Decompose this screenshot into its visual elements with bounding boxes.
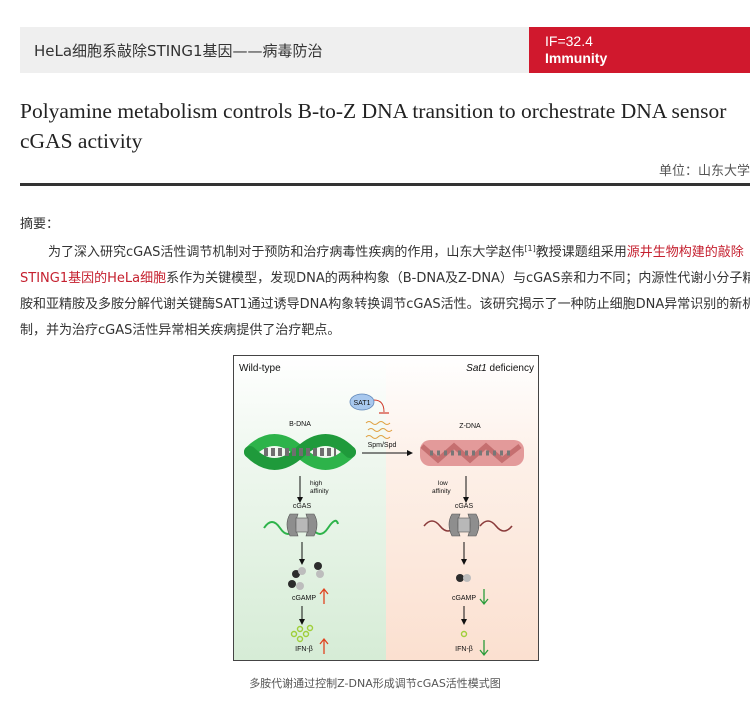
panel-label-wild-type: Wild-type [239, 363, 281, 374]
high-affinity-label: affinity [310, 488, 329, 495]
deficiency-text: deficiency [487, 363, 534, 374]
right-ifn-down-arrow [479, 640, 489, 657]
reference-mark[interactable]: [1] [524, 244, 536, 253]
right-cgas-protein [448, 513, 480, 537]
high-label: high [310, 480, 323, 487]
header-title: HeLa细胞系敲除STING1基因——病毒防治 [34, 42, 323, 60]
abstract-label: 摘要： [20, 217, 60, 232]
right-ifn-molecule [460, 630, 468, 638]
z-dna-helix [420, 440, 524, 466]
low-affinity-label: affinity [432, 488, 451, 495]
spm-spd-label: Spm/Spd [368, 442, 397, 449]
polyamine-molecules [365, 421, 393, 439]
sat1-enzyme [349, 393, 375, 411]
title-divider [20, 183, 750, 186]
left-cgas-label: cGAS [293, 503, 312, 510]
abstract-body: 为了深入研究cGAS活性调节机制对于预防和治疗病毒性疾病的作用，山东大学赵伟[1… [20, 236, 750, 344]
right-cgamp-down-arrow [479, 589, 489, 606]
abstract-part1: 为了深入研究cGAS活性调节机制对于预防和治疗病毒性疾病的作用，山东大学赵伟 [48, 245, 525, 260]
figure-caption: 多胺代谢通过控制Z-DNA形成调节cGAS活性模式图 [249, 677, 501, 690]
left-cgamp-up-arrow [319, 587, 329, 604]
left-ifn-label: IFN-β [295, 646, 313, 653]
z-dna-label: Z-DNA [459, 423, 481, 430]
figure-canvas: Wild-type Sat1 deficiency SAT1 Spm/Spd B… [234, 356, 538, 660]
left-cgamp-label: cGAMP [292, 595, 316, 602]
sat1-italic: Sat1 [466, 363, 487, 374]
impact-factor-badge: IF=32.4 Immunity [529, 27, 750, 73]
left-ifn-molecules [290, 624, 314, 643]
left-cgamp-molecules [288, 562, 324, 590]
header-bar: HeLa细胞系敲除STING1基因——病毒防治 IF=32.4 Immunity [20, 27, 750, 73]
sat1-inhibition [373, 399, 385, 413]
b-dna-helix [244, 434, 356, 470]
article-title: Polyamine metabolism controls B-to-Z DNA… [20, 99, 727, 153]
journal-name: Immunity [545, 50, 608, 66]
impact-factor: IF=32.4 [545, 33, 593, 49]
sat1-label: SAT1 [354, 400, 371, 407]
affiliation-label: 单位： [658, 164, 698, 179]
abstract-highlight-link[interactable]: 源井生物构建的敲除STING1基因的HeLa细胞 [20, 245, 744, 286]
right-cgamp-molecules [456, 574, 471, 582]
right-cgamp-label: cGAMP [452, 595, 476, 602]
low-label: low [438, 480, 448, 487]
b-dna-label: B-DNA [289, 421, 311, 428]
left-cgas-protein [286, 513, 318, 537]
right-cgas-label: cGAS [455, 503, 474, 510]
affiliation: 单位：山东大学 [659, 160, 750, 179]
left-ifn-up-arrow [319, 637, 329, 654]
affiliation-value: 山东大学 [697, 164, 750, 179]
abstract-part3: 系作为关键模型，发现DNA的两种构象（B-DNA及Z-DNA）与cGAS亲和力不… [20, 271, 750, 338]
mechanism-figure: Wild-type Sat1 deficiency SAT1 Spm/Spd B… [233, 355, 539, 661]
abstract-part2: 教授课题组采用 [535, 245, 627, 260]
right-ifn-label: IFN-β [455, 646, 473, 653]
right-panel-bg [386, 356, 538, 660]
panel-label-sat1-deficiency: Sat1 deficiency [466, 363, 534, 374]
